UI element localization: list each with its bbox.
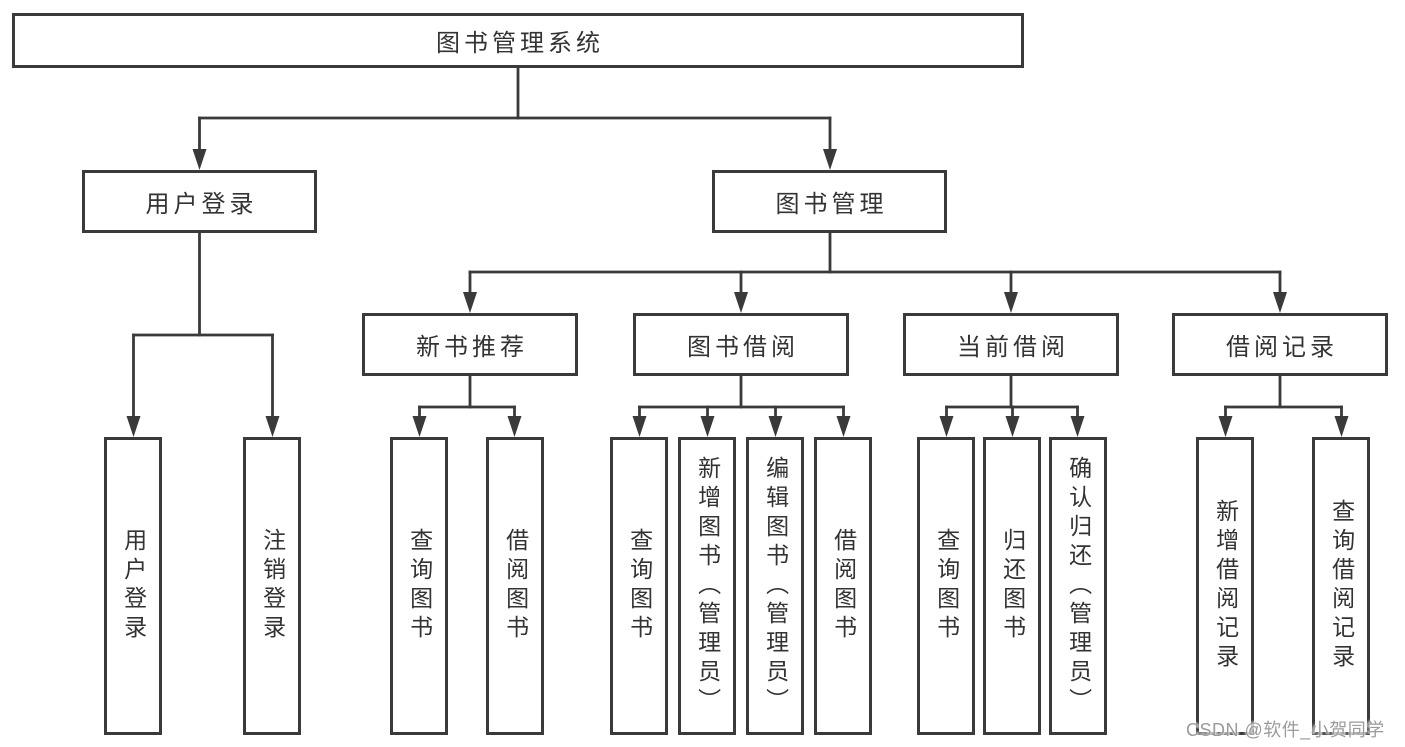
leaf-add-borrow-record: 新增借阅记录 — [1196, 437, 1254, 735]
leaf-query-borrow-record: 查询借阅记录 — [1312, 437, 1370, 735]
node-book-borrow-label: 图书借阅 — [687, 334, 799, 361]
leaf-borrow-books-borrow: 借阅图书 — [814, 437, 872, 735]
leaf-user-login-label: 用户登录 — [120, 528, 147, 644]
node-current-borrow-label: 当前借阅 — [957, 334, 1069, 361]
node-borrow-records: 借阅记录 — [1172, 313, 1388, 376]
node-new-book-recommend: 新书推荐 — [362, 313, 578, 376]
leaf-borrow-books-borrow-label: 借阅图书 — [830, 528, 857, 644]
leaf-edit-books-admin: 编辑图书（管理员） — [746, 437, 804, 735]
leaf-query-books-borrow-label: 查询图书 — [626, 528, 653, 644]
leaf-query-books-recommend-label: 查询图书 — [406, 528, 433, 644]
leaf-add-books-admin-label: 新增图书（管理员） — [694, 455, 721, 717]
node-borrow-records-label: 借阅记录 — [1226, 334, 1338, 361]
node-book-management-label: 图书管理 — [775, 191, 888, 218]
leaf-query-borrow-record-label: 查询借阅记录 — [1328, 499, 1355, 673]
leaf-query-books-borrow: 查询图书 — [610, 437, 668, 735]
leaf-user-login: 用户登录 — [104, 437, 162, 735]
node-root: 图书管理系统 — [12, 13, 1024, 68]
node-book-management: 图书管理 — [712, 170, 947, 233]
leaf-query-books-current: 查询图书 — [917, 437, 975, 735]
leaf-edit-books-admin-label: 编辑图书（管理员） — [762, 455, 789, 717]
leaf-add-borrow-record-label: 新增借阅记录 — [1212, 499, 1239, 673]
leaf-return-books-label: 归还图书 — [999, 528, 1026, 644]
leaf-add-books-admin: 新增图书（管理员） — [678, 437, 736, 735]
csdn-watermark: CSDN @软件_小贺同学 — [1186, 720, 1385, 740]
node-user-login: 用户登录 — [82, 170, 317, 233]
leaf-query-books-current-label: 查询图书 — [933, 528, 960, 644]
leaf-confirm-return-admin-label: 确认归还（管理员） — [1065, 455, 1092, 717]
leaf-borrow-books-recommend: 借阅图书 — [486, 437, 544, 735]
node-user-login-label: 用户登录 — [145, 191, 258, 218]
leaf-confirm-return-admin: 确认归还（管理员） — [1049, 437, 1107, 735]
node-current-borrow: 当前借阅 — [903, 313, 1119, 376]
node-root-label: 图书管理系统 — [436, 30, 604, 57]
leaf-query-books-recommend: 查询图书 — [390, 437, 448, 735]
leaf-logout-login: 注销登录 — [243, 437, 301, 735]
leaf-return-books: 归还图书 — [983, 437, 1041, 735]
leaf-borrow-books-recommend-label: 借阅图书 — [502, 528, 529, 644]
leaf-logout-login-label: 注销登录 — [259, 528, 286, 644]
node-book-borrow: 图书借阅 — [633, 313, 849, 376]
node-new-book-recommend-label: 新书推荐 — [416, 334, 528, 361]
